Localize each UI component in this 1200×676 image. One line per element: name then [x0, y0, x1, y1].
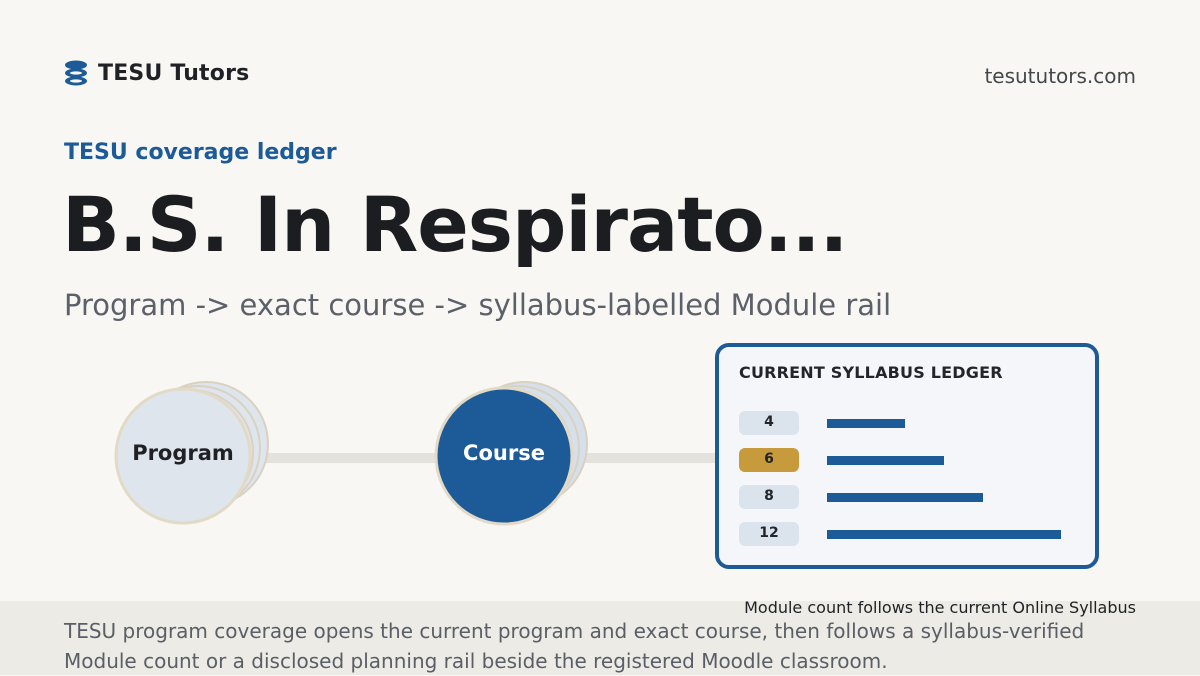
eyebrow: TESU coverage ledger	[64, 140, 337, 165]
module-count-bar	[827, 493, 983, 502]
flow-diagram	[114, 381, 718, 526]
page-subtitle: Program -> exact course -> syllabus-labe…	[64, 288, 892, 322]
footer-text: TESU program coverage opens the current …	[64, 619, 1085, 673]
module-count-bar	[827, 456, 944, 465]
module-count-pill: 8	[739, 485, 799, 509]
stacked-disks-icon	[65, 60, 87, 86]
program-node	[114, 381, 269, 525]
brand-name: TESU Tutors	[98, 60, 250, 86]
course-node	[434, 381, 588, 526]
module-count-bar	[827, 419, 905, 428]
brand[interactable]: TESU Tutors	[64, 60, 249, 86]
program-label: Program	[132, 441, 234, 465]
ledger-caption: Module count follows the current Online …	[744, 598, 1136, 617]
module-count-bar	[827, 530, 1061, 539]
page-title: B.S. In Respirato...	[62, 180, 848, 269]
syllabus-ledger-card: CURRENT SYLLABUS LEDGER 4 6 8 12	[715, 343, 1099, 569]
module-count-pill: 4	[739, 411, 799, 435]
course-label: Course	[463, 441, 545, 465]
module-count-pill: 6	[739, 448, 799, 472]
module-count-pill: 12	[739, 522, 799, 546]
site-url[interactable]: tesututors.com	[984, 64, 1136, 88]
footer-band	[0, 601, 1200, 675]
ledger-title: CURRENT SYLLABUS LEDGER	[739, 363, 1003, 382]
